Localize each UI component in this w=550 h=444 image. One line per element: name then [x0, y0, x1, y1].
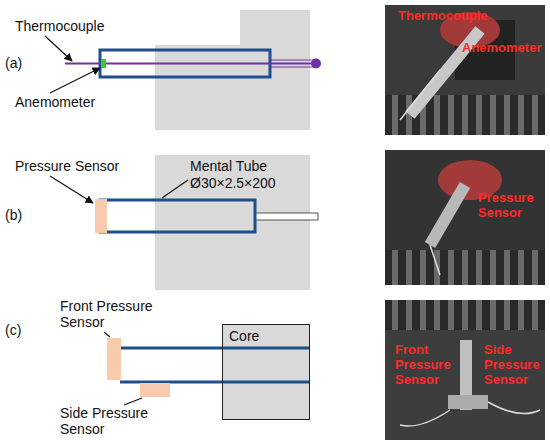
pressure-sensor	[95, 199, 107, 233]
panel-letter: (a)	[5, 55, 22, 71]
grate	[385, 250, 545, 285]
grate	[385, 300, 545, 330]
metal-tube	[100, 200, 255, 232]
probe-end	[311, 59, 321, 69]
leader-line	[50, 68, 100, 93]
tube-photo	[430, 185, 465, 245]
photo-a	[385, 5, 545, 135]
core-block	[155, 155, 310, 290]
leader-line	[104, 332, 110, 337]
anemometer-symbol	[101, 59, 106, 68]
photo-c	[385, 300, 545, 440]
leader-line	[162, 180, 188, 198]
wire-photo	[400, 70, 440, 120]
part-name: Anemometer	[15, 94, 95, 110]
grate	[385, 95, 545, 135]
photo-b	[385, 150, 545, 285]
leader-line	[50, 176, 93, 203]
core-block	[155, 10, 310, 130]
photo-label: Pressure Sensor	[478, 190, 542, 220]
photo-label: Anemometer	[462, 40, 541, 55]
dimension: Ø30×2.5×200	[190, 175, 276, 191]
wire-photo	[430, 245, 440, 275]
part-name: Front Pressure Sensor	[60, 298, 170, 330]
photo-label: Front Pressure Sensor	[395, 342, 455, 387]
wire-photo	[400, 410, 450, 426]
probe-rod	[270, 67, 315, 68]
photo-ground	[385, 300, 545, 440]
front-pressure-sensor	[107, 338, 121, 380]
tube-wall	[120, 347, 310, 350]
part-name: Thermocouple	[15, 18, 105, 34]
schematic-b	[50, 155, 318, 290]
wire-photo	[488, 402, 540, 414]
core-box: Core	[222, 324, 310, 420]
side-pressure-sensor	[140, 383, 170, 397]
core-block	[222, 324, 310, 420]
part-name: Side Pressure Sensor	[60, 405, 165, 437]
node-label: Core	[223, 325, 265, 347]
panel-letter: (c)	[5, 322, 21, 338]
probe-rod	[255, 213, 318, 220]
photo-ground	[385, 150, 545, 285]
leader-line	[124, 398, 142, 405]
part-name: Pressure Sensor	[15, 158, 119, 174]
photo-ground	[385, 5, 545, 135]
tee-photo	[448, 395, 488, 409]
probe-rod	[270, 60, 315, 61]
photo-label: Thermocouple	[398, 8, 488, 23]
part-name: Mental Tube	[190, 158, 267, 174]
panel-letter: (b)	[5, 207, 22, 223]
photo-label: Side Pressure Sensor	[484, 342, 542, 387]
leader-line	[45, 36, 72, 61]
